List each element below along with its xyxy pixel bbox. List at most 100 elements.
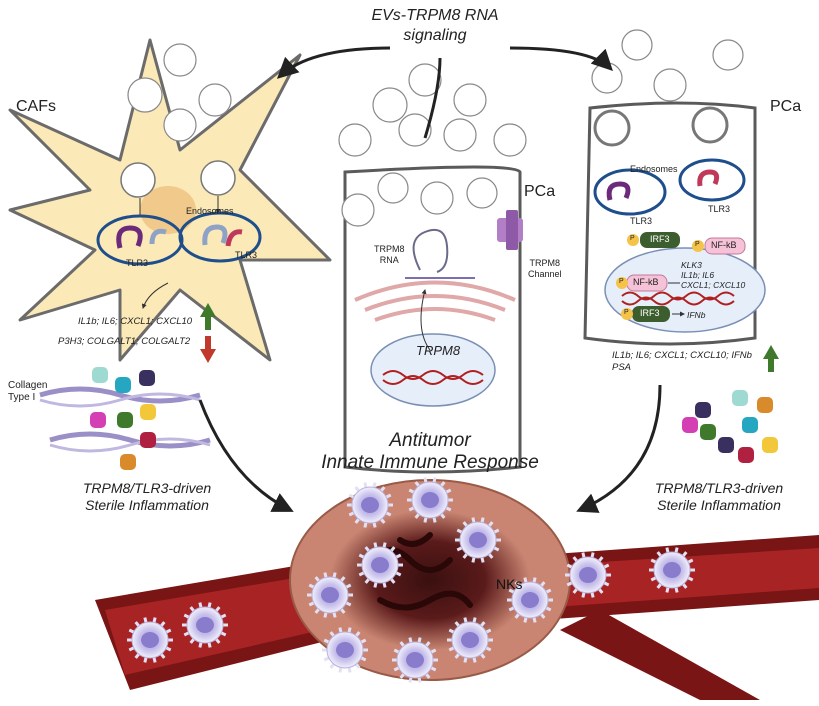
cytokine xyxy=(700,424,716,440)
top-title-line-2: signaling xyxy=(403,27,467,44)
cytokine xyxy=(682,417,698,433)
cytokine xyxy=(120,454,136,470)
collagen-label: Collagen Type I xyxy=(8,380,47,404)
trpm8-channel-line-1: TRPM8 xyxy=(529,258,561,268)
trpm8-channel-line-2: Channel xyxy=(528,269,562,279)
cytokine-clusters xyxy=(90,367,778,470)
phospho-label-1: P xyxy=(630,235,635,242)
cytokine xyxy=(115,377,131,393)
top-title-line-1: EVs-TRPM8 RNA xyxy=(371,7,499,24)
nk-cell xyxy=(347,482,393,528)
signaling-arrows xyxy=(198,46,662,513)
center-title: Antitumor Innate Immune Response xyxy=(300,430,560,474)
endosome xyxy=(96,214,184,266)
trpm8-channel-label: TRPM8 Channel xyxy=(528,258,562,280)
collagen-label-line-1: Collagen xyxy=(8,380,48,391)
phospho-label-2: P xyxy=(695,241,700,248)
center-extracellular-vesicles xyxy=(338,63,527,157)
nk-cells-label: NKs xyxy=(496,576,523,592)
cytokine xyxy=(117,412,133,428)
right-inflammation-line-1: TRPM8/TLR3-driven xyxy=(654,480,784,496)
nk-cell xyxy=(507,577,553,623)
trpm8-rna-line-2: RNA xyxy=(379,255,399,265)
cytokine xyxy=(139,370,155,386)
center-pca-cell xyxy=(341,165,523,474)
right-pca-cell xyxy=(583,101,779,372)
nfkb-box xyxy=(704,237,746,255)
left-inflammation-label: TRPM8/TLR3-driven Sterile Inflammation xyxy=(72,480,222,514)
caf-up-genes: IL1b; IL6; CXCL1; CXCL10 xyxy=(78,316,193,327)
cytokine xyxy=(742,417,758,433)
phospho-label-3: P xyxy=(619,278,624,285)
nk-cells xyxy=(127,477,695,683)
nfkb-nuclear-label: NF-kB xyxy=(633,277,659,287)
caf-extracellular-vesicles xyxy=(127,43,232,142)
right-up-genes-line-2: PSA xyxy=(612,362,632,373)
cytokine xyxy=(762,437,778,453)
cytokine xyxy=(757,397,773,413)
endosome xyxy=(678,158,746,202)
nk-cell xyxy=(649,547,695,593)
nk-cell xyxy=(392,637,438,683)
collagen-label-line-2: Type I xyxy=(8,392,36,403)
collagen-fibers xyxy=(39,386,211,453)
caf-endosomes-label: Endosomes xyxy=(186,206,234,216)
right-extracellular-vesicles xyxy=(591,29,744,102)
phospho-label-4: P xyxy=(624,309,629,316)
cytokine xyxy=(140,432,156,448)
nk-cell xyxy=(357,542,403,588)
caf-cell xyxy=(8,38,332,363)
right-up-genes-line-1: IL1b; IL6; CXCL1; CXCL10; IFNb xyxy=(612,350,752,361)
irf3-box xyxy=(640,232,680,248)
trpm8-gene-label: TRPM8 xyxy=(416,343,461,358)
left-inflammation-line-1: TRPM8/TLR3-driven xyxy=(82,480,212,496)
center-title-line-2: Innate Immune Response xyxy=(321,452,539,473)
cytokine xyxy=(695,402,711,418)
caf-down-genes: P3H3; COLGALT1; COLGALT2 xyxy=(58,336,191,347)
right-endosomes-label: Endosomes xyxy=(630,164,678,174)
cytokine xyxy=(738,447,754,463)
nk-cell xyxy=(565,552,611,598)
nk-cell xyxy=(447,617,493,663)
right-up-genes: IL1b; IL6; CXCL1; CXCL10; IFNb PSA xyxy=(612,350,752,374)
caf-tlr3-label-2: TLR3 xyxy=(235,250,258,260)
caf-cell-name: CAFs xyxy=(16,98,56,115)
nfkb-label: NF-kB xyxy=(711,240,737,250)
nfkb-targets: KLK3 IL1b; IL6 CXCL1; CXCL10 xyxy=(681,260,745,290)
nk-cell xyxy=(182,602,228,648)
right-tlr3-label-1: TLR3 xyxy=(630,216,653,226)
irf3-nuclear-label: IRF3 xyxy=(640,308,660,318)
up-arrow-icon xyxy=(200,303,216,330)
cytokine xyxy=(732,390,748,406)
irf3-label: IRF3 xyxy=(650,234,670,244)
cytokine xyxy=(92,367,108,383)
center-pca-name: PCa xyxy=(524,183,556,200)
top-title: EVs-TRPM8 RNA signaling xyxy=(335,6,535,46)
cytokine xyxy=(718,437,734,453)
nk-cell xyxy=(307,572,353,618)
center-title-line-1: Antitumor xyxy=(389,430,471,451)
endosome xyxy=(593,168,667,216)
right-tlr3-label-2: TLR3 xyxy=(708,204,731,214)
nfkb-target-3: CXCL1; CXCL10 xyxy=(681,280,746,290)
nk-cell xyxy=(455,517,501,563)
down-arrow-icon xyxy=(200,336,216,363)
nk-cell xyxy=(322,627,368,673)
tumor-mass xyxy=(289,479,571,681)
left-inflammation-line-2: Sterile Inflammation xyxy=(85,497,209,513)
caf-tlr3-label-1: TLR3 xyxy=(126,258,149,268)
trpm8-rna-line-1: TRPM8 xyxy=(374,244,405,254)
nk-cell xyxy=(407,477,453,523)
right-inflammation-label: TRPM8/TLR3-driven Sterile Inflammation xyxy=(644,480,794,514)
up-arrow-icon xyxy=(763,345,779,372)
nfkb-target-1: KLK3 xyxy=(681,260,702,270)
nk-cell xyxy=(127,617,173,663)
cytokine xyxy=(90,412,106,428)
irf3-nuclear-box xyxy=(632,306,670,322)
trpm8-rna-label: TRPM8 RNA xyxy=(374,244,405,266)
irf3-target: IFNb xyxy=(687,310,706,320)
cytokine xyxy=(140,404,156,420)
nfkb-target-2: IL1b; IL6 xyxy=(681,270,715,280)
